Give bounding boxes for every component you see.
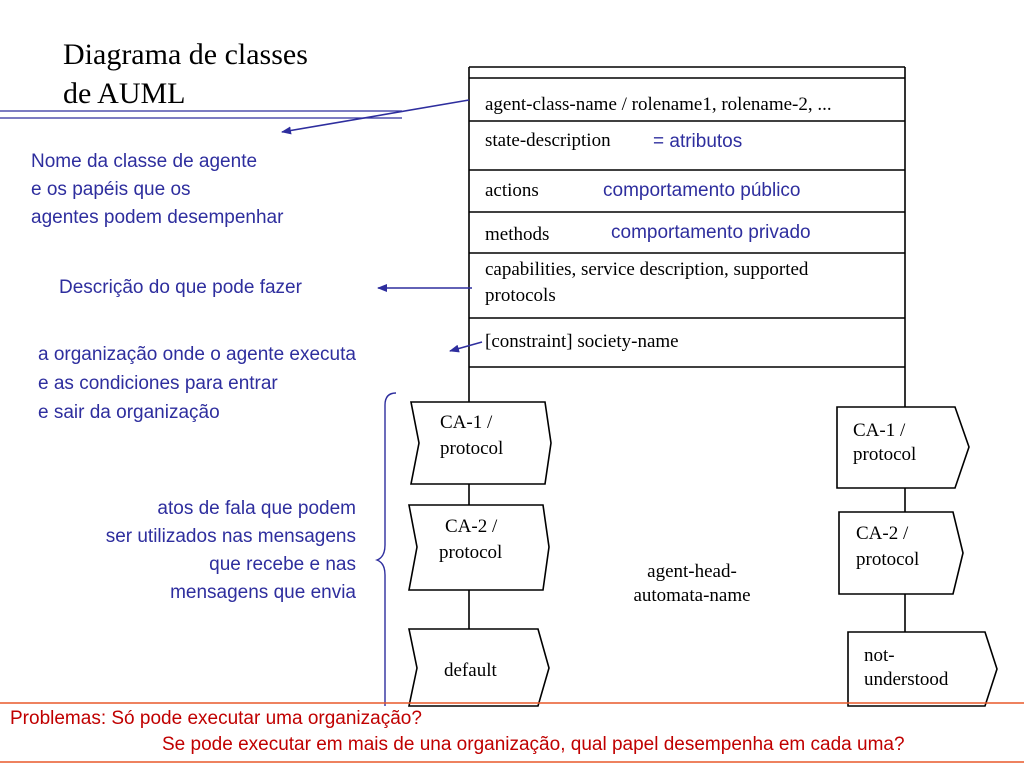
annotation-name-line-1: Nome da classe de agente (31, 151, 258, 172)
annotation-name-line-3: agentes podem desempenhar (31, 207, 284, 228)
page-title-line-2: de AUML (63, 77, 186, 110)
annotation-organization-line-1: a organização onde o agente executa (38, 344, 356, 365)
protocol-shape-left-3 (408, 628, 550, 707)
protocol-shape-left-2 (408, 504, 550, 591)
protocol-shape-right-3 (847, 631, 998, 707)
state-description-text: state-description (485, 130, 611, 151)
annotation-organization-line-2: e as condiciones para entrar (38, 373, 278, 394)
methods-text: methods (485, 224, 550, 245)
right-protocol-1-line-2: protocol (853, 444, 917, 465)
atributos-note: = atributos (653, 131, 743, 152)
footer-problem-line-2: Se pode executar em mais de una organiza… (162, 734, 905, 755)
annotation-speech-acts-line-1: atos de fala que podem (157, 498, 356, 519)
arrow-name (281, 99, 470, 135)
agent-class-box (468, 66, 906, 632)
left-protocol-2-line-2: protocol (439, 542, 503, 563)
arrow-constraint (449, 341, 483, 353)
protocol-shape-left-1 (410, 401, 552, 485)
automata-name-line-2: automata-name (633, 585, 751, 606)
annotation-name-line-2: e os papéis que os (31, 179, 191, 200)
brace-icon (375, 392, 397, 706)
constraint-text: [constraint] society-name (485, 331, 679, 352)
capabilities-text-line-1: capabilities, service description, suppo… (485, 259, 809, 280)
actions-text: actions (485, 180, 539, 201)
protocol-shape-right-1 (836, 406, 970, 489)
right-protocol-1-line-1: CA-1 / (853, 420, 906, 441)
left-protocol-1-line-2: protocol (440, 438, 504, 459)
right-protocol-3-line-2: understood (864, 669, 949, 690)
right-protocol-2-line-1: CA-2 / (856, 523, 909, 544)
annotation-speech-acts-line-4: mensagens que envia (170, 582, 356, 603)
annotation-speech-acts-line-2: ser utilizados nas mensagens (105, 526, 356, 547)
annotation-speech-acts-line-3: que recebe e nas (209, 554, 356, 575)
agent-class-name-text: agent-class-name / rolename1, rolename-2… (485, 94, 832, 115)
right-protocol-2-line-2: protocol (856, 549, 920, 570)
left-protocol-2-line-1: CA-2 / (445, 516, 498, 537)
annotation-capabilities: Descrição do que pode fazer (59, 277, 302, 298)
automata-name-line-1: agent-head- (647, 561, 737, 582)
left-protocol-1-line-1: CA-1 / (440, 412, 493, 433)
left-protocol-3-text: default (444, 660, 497, 681)
right-protocol-3-line-1: not- (864, 645, 895, 666)
annotation-organization-line-3: e sair da organização (38, 402, 220, 423)
page-title-line-1: Diagrama de classes (63, 38, 308, 71)
public-behavior-note: comportamento público (603, 180, 801, 201)
private-behavior-note: comportamento privado (611, 222, 811, 243)
footer-problem-line-1: Problemas: Só pode executar uma organiza… (10, 708, 422, 729)
protocol-shape-right-2 (838, 511, 964, 595)
capabilities-text-line-2: protocols (485, 285, 556, 306)
